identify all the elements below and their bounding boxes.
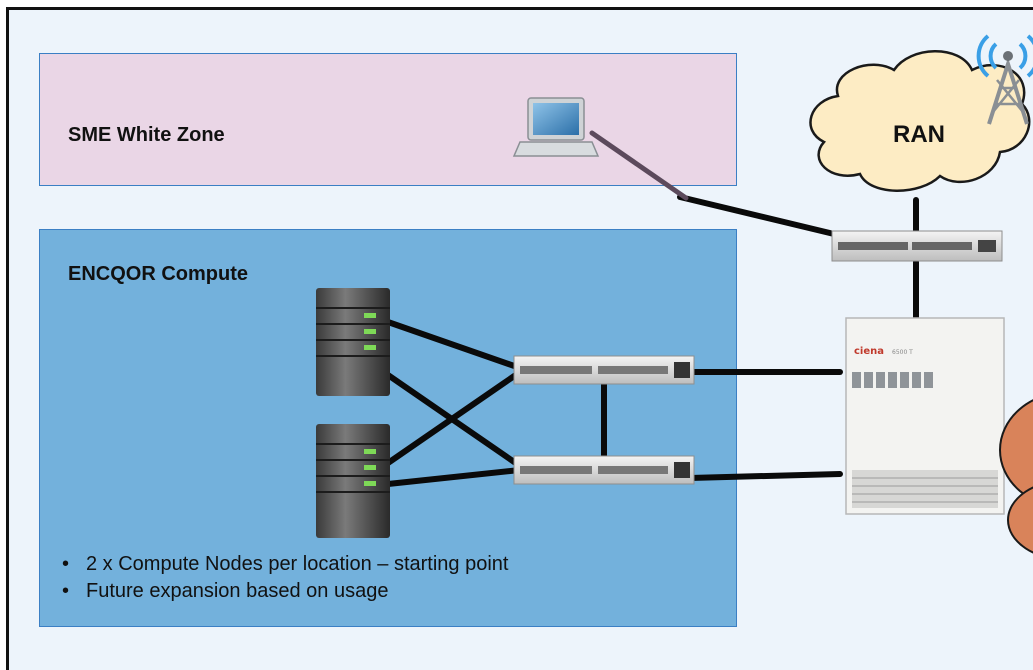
chassis-brand: ciena (854, 346, 884, 357)
compute-switch-1-icon (513, 355, 695, 385)
chassis-model: 6500 T (892, 349, 913, 356)
aggregation-switch-icon (831, 230, 1003, 262)
ran-label: RAN (893, 121, 945, 148)
link-server1-switch1 (385, 319, 523, 371)
ran-cloud: RAN (809, 50, 1031, 192)
link-switch2-chassis (687, 471, 843, 481)
sme-zone-title: SME White Zone (68, 124, 225, 146)
compute-server-1-icon (316, 288, 390, 396)
laptop-icon (512, 97, 600, 157)
link-server2-switch1 (385, 369, 523, 466)
sme-white-zone (39, 53, 737, 186)
link-server2-switch2 (385, 467, 523, 487)
network-links (385, 194, 919, 487)
compute-notes-list: 2 x Compute Nodes per location – startin… (60, 551, 508, 605)
compute-zone-title: ENCQOR Compute (68, 263, 248, 285)
radio-tower-icon (976, 34, 1033, 125)
link-laptop-sme (589, 130, 689, 201)
compute-switch-2-icon (513, 455, 695, 485)
compute-note-item: 2 x Compute Nodes per location – startin… (60, 551, 508, 578)
compute-note-item: Future expansion based on usage (60, 578, 508, 605)
link-sme-aggswitch (677, 194, 837, 237)
orange-node-shape (999, 399, 1033, 554)
ciena-6500-chassis: ciena 6500 T (845, 317, 1005, 515)
compute-server-2-icon (316, 424, 390, 538)
